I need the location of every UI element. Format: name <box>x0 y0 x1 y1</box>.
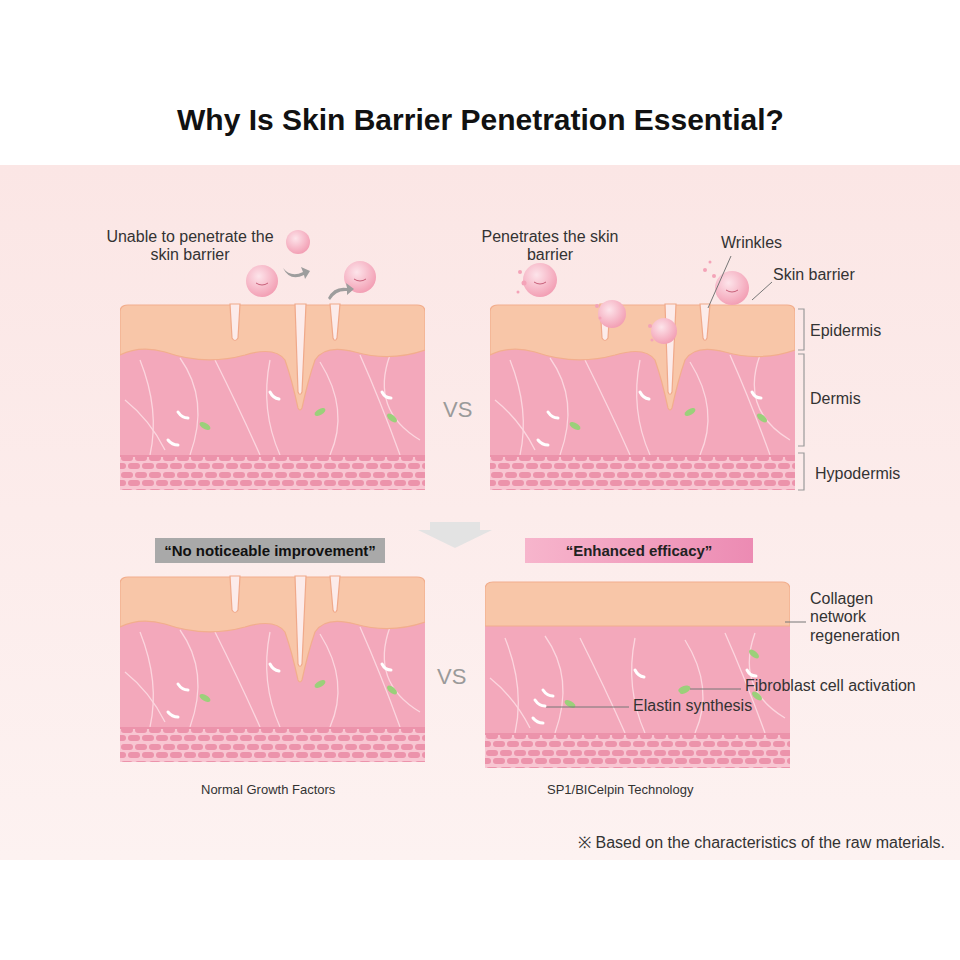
annotation-label: Fibroblast cell activation <box>745 677 916 695</box>
banner-text: “No noticeable improvement” <box>164 542 376 559</box>
annotation-label: Elastin synthesis <box>633 697 752 715</box>
vs-label: VS <box>443 397 472 422</box>
banner-text: “Enhanced efficacy” <box>566 542 713 559</box>
down-arrow <box>418 522 492 548</box>
growth-factor-bubbles <box>246 230 749 344</box>
vs-label: VS <box>437 664 466 689</box>
annotation-label: Unable to penetrate the skin barrier <box>100 228 280 265</box>
skin-cross-section <box>485 582 790 768</box>
bounce-arrows <box>283 267 354 300</box>
sparkle-dots <box>517 261 717 342</box>
annotation-label: Hypodermis <box>815 465 900 483</box>
annotation-label: Collagen network regeneration <box>810 590 928 645</box>
footnote: ※ Based on the characteristics of the ra… <box>578 834 945 852</box>
leader-lines <box>546 256 806 707</box>
skin-cross-section <box>120 576 425 762</box>
result-banner: “No noticeable improvement” <box>155 538 385 563</box>
annotation-label: Wrinkles <box>721 234 782 252</box>
annotation-label: Epidermis <box>810 322 881 340</box>
result-banner: “Enhanced efficacy” <box>525 538 753 563</box>
layer-brackets <box>798 309 804 490</box>
background-panel <box>0 165 960 860</box>
annotation-label: SP1/BICelpin Technology <box>547 783 693 798</box>
annotation-label: Normal Growth Factors <box>201 783 335 798</box>
annotation-label: Skin barrier <box>773 266 855 284</box>
skin-cross-section <box>120 304 425 490</box>
diagram-title: Why Is Skin Barrier Penetration Essentia… <box>177 103 784 138</box>
annotation-label: Penetrates the skin barrier <box>460 228 640 265</box>
bubble-faces <box>256 279 738 292</box>
skin-cross-section <box>490 304 795 490</box>
annotation-label: Dermis <box>810 390 861 408</box>
